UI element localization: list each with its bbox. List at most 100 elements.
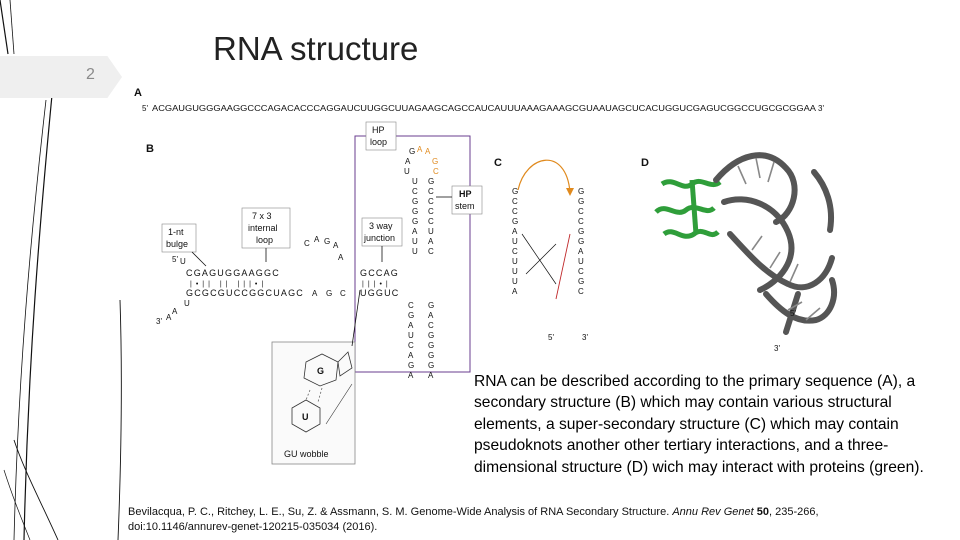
- svg-text:C: C: [304, 239, 310, 248]
- hp-stem-nucleotide: C: [428, 197, 434, 206]
- hp-stem-nucleotide: G: [412, 197, 418, 206]
- lower-stem-nucleotide: G: [428, 361, 434, 370]
- hp-stem-label-2: stem: [455, 201, 475, 211]
- hp-loop-box: [365, 121, 397, 151]
- hp-loop-label-1: HP: [372, 125, 385, 135]
- citation-journal: Annu Rev Genet: [672, 506, 754, 518]
- citation-volume: 50: [756, 506, 769, 518]
- pseudoknot-nucleotide: C: [512, 207, 518, 216]
- three-way-box: [354, 135, 471, 373]
- bulge-label-1: 1-nt: [168, 227, 184, 237]
- pseudoknot-nucleotide: C: [578, 267, 584, 276]
- slide-number-box: [0, 56, 122, 98]
- pseudoknot-nucleotide: G: [578, 237, 584, 246]
- c-three-prime: 3': [582, 333, 588, 342]
- hp-stem-nucleotide: U: [412, 177, 418, 186]
- pseudoknot-nucleotide: G: [578, 277, 584, 286]
- rna-structure-figure: A 5' ACGAUGUGGGAAGGCCCAGACACCCAGGAUCUUGG…: [126, 84, 848, 472]
- svg-text:A: A: [405, 157, 411, 166]
- hp-stem-nucleotide: C: [428, 247, 434, 256]
- citation-doi: doi:10.1146/annurev-genet-120215-035034 …: [128, 521, 378, 533]
- svg-text:G: G: [324, 237, 330, 246]
- svg-text:U: U: [404, 167, 410, 176]
- svg-text:A: A: [172, 307, 178, 316]
- pseudoknot-nucleotide: C: [578, 287, 584, 296]
- hp-stem-nucleotide: A: [428, 237, 434, 246]
- pseudoknot-nucleotide: C: [578, 207, 584, 216]
- lower-stem-nucleotide: C: [408, 341, 414, 350]
- svg-text:G: G: [432, 157, 438, 166]
- hp-stem-box: [451, 185, 483, 215]
- b-five-prime: 5': [172, 255, 178, 264]
- pseudoknot-nucleotide: G: [578, 227, 584, 236]
- pseudoknot-nucleotide: U: [512, 237, 518, 246]
- pseudoknot-nucleotide: A: [578, 247, 584, 256]
- lower-stem-nucleotide: A: [428, 371, 434, 380]
- lower-stem-nucleotide: C: [428, 321, 434, 330]
- internal-loop-label-3: loop: [256, 235, 273, 245]
- internal-loop-label-2: internal: [248, 223, 278, 233]
- hp-stem-nucleotide: G: [428, 177, 434, 186]
- svg-text:A: A: [166, 313, 172, 322]
- hp-loop-label-2: loop: [370, 137, 387, 147]
- panel-label-b: B: [146, 143, 154, 155]
- slide-number: 2: [86, 66, 95, 83]
- d-five-prime: 5': [790, 309, 796, 318]
- c-five-prime: 5': [548, 333, 554, 342]
- hp-stem-nucleotide: C: [412, 187, 418, 196]
- primary-sequence: ACGAUGUGGGAAGGCCCAGACACCCAGGAUCUUGGCUUAG…: [152, 104, 817, 113]
- hp-stem-nucleotide: U: [412, 247, 418, 256]
- svg-text:G: G: [409, 147, 415, 156]
- svg-text:A: A: [312, 289, 318, 298]
- internal-loop-box: [241, 207, 291, 249]
- sequence-5prime: 5': [142, 104, 148, 113]
- left-helix-bottom: GCGCGUCCGGCUAGC: [186, 288, 304, 298]
- pseudoknot-nucleotide: U: [512, 267, 518, 276]
- svg-text:A: A: [417, 145, 423, 154]
- citation-pages: , 235-266,: [769, 506, 819, 518]
- svg-text:|||•|: |||•|: [362, 281, 392, 288]
- rna-3d-backbone: [713, 152, 837, 335]
- hp-stem-nucleotide: G: [412, 217, 418, 226]
- pseudoknot-nucleotide: U: [512, 277, 518, 286]
- mid-helix-bottom: UGGUC: [360, 288, 400, 298]
- panel-label-a: A: [134, 87, 142, 99]
- pseudoknot-nucleotide: G: [578, 197, 584, 206]
- lower-stem-nucleotide: G: [408, 311, 414, 320]
- gu-wobble-inset: G U GU wobble: [284, 351, 353, 459]
- panel-label-d: D: [641, 157, 649, 169]
- guanine-icon: G: [317, 366, 324, 376]
- lower-stem-nucleotide: G: [428, 331, 434, 340]
- lower-stem-nucleotide: G: [428, 351, 434, 360]
- hp-stem-nucleotide: G: [412, 207, 418, 216]
- svg-text:U: U: [180, 257, 186, 266]
- svg-text:G: G: [326, 289, 332, 298]
- svg-text:A: A: [314, 235, 320, 244]
- lower-stem-nucleotide: C: [408, 301, 414, 310]
- pseudoknot-nucleotide: U: [512, 257, 518, 266]
- lower-stem-nucleotide: U: [408, 331, 414, 340]
- pseudoknot-nucleotide: C: [578, 217, 584, 226]
- hp-stem-nucleotide: U: [412, 237, 418, 246]
- hp-stem-nucleotide: A: [412, 227, 418, 236]
- b-three-prime: 3': [156, 317, 162, 326]
- pseudoknot-nucleotide: C: [512, 197, 518, 206]
- hp-stem-nucleotide: C: [428, 207, 434, 216]
- rna-3d-rungs: [737, 157, 821, 321]
- three-way-label-1: 3 way: [369, 221, 393, 231]
- pseudoknot-nucleotide: G: [512, 217, 518, 226]
- svg-text:A: A: [425, 147, 431, 156]
- hp-stem-nucleotide: U: [428, 227, 434, 236]
- svg-text:C: C: [433, 167, 439, 176]
- bulge-label-2: bulge: [166, 239, 188, 249]
- citation-authors: Bevilacqua, P. C., Ritchey, L. E., Su, Z…: [128, 506, 670, 518]
- citation: Bevilacqua, P. C., Ritchey, L. E., Su, Z…: [128, 505, 908, 535]
- internal-loop-label-1: 7 x 3: [252, 211, 272, 221]
- panel-label-c: C: [494, 157, 502, 169]
- svg-text:U: U: [184, 299, 190, 308]
- sequence-3prime: 3': [818, 104, 824, 113]
